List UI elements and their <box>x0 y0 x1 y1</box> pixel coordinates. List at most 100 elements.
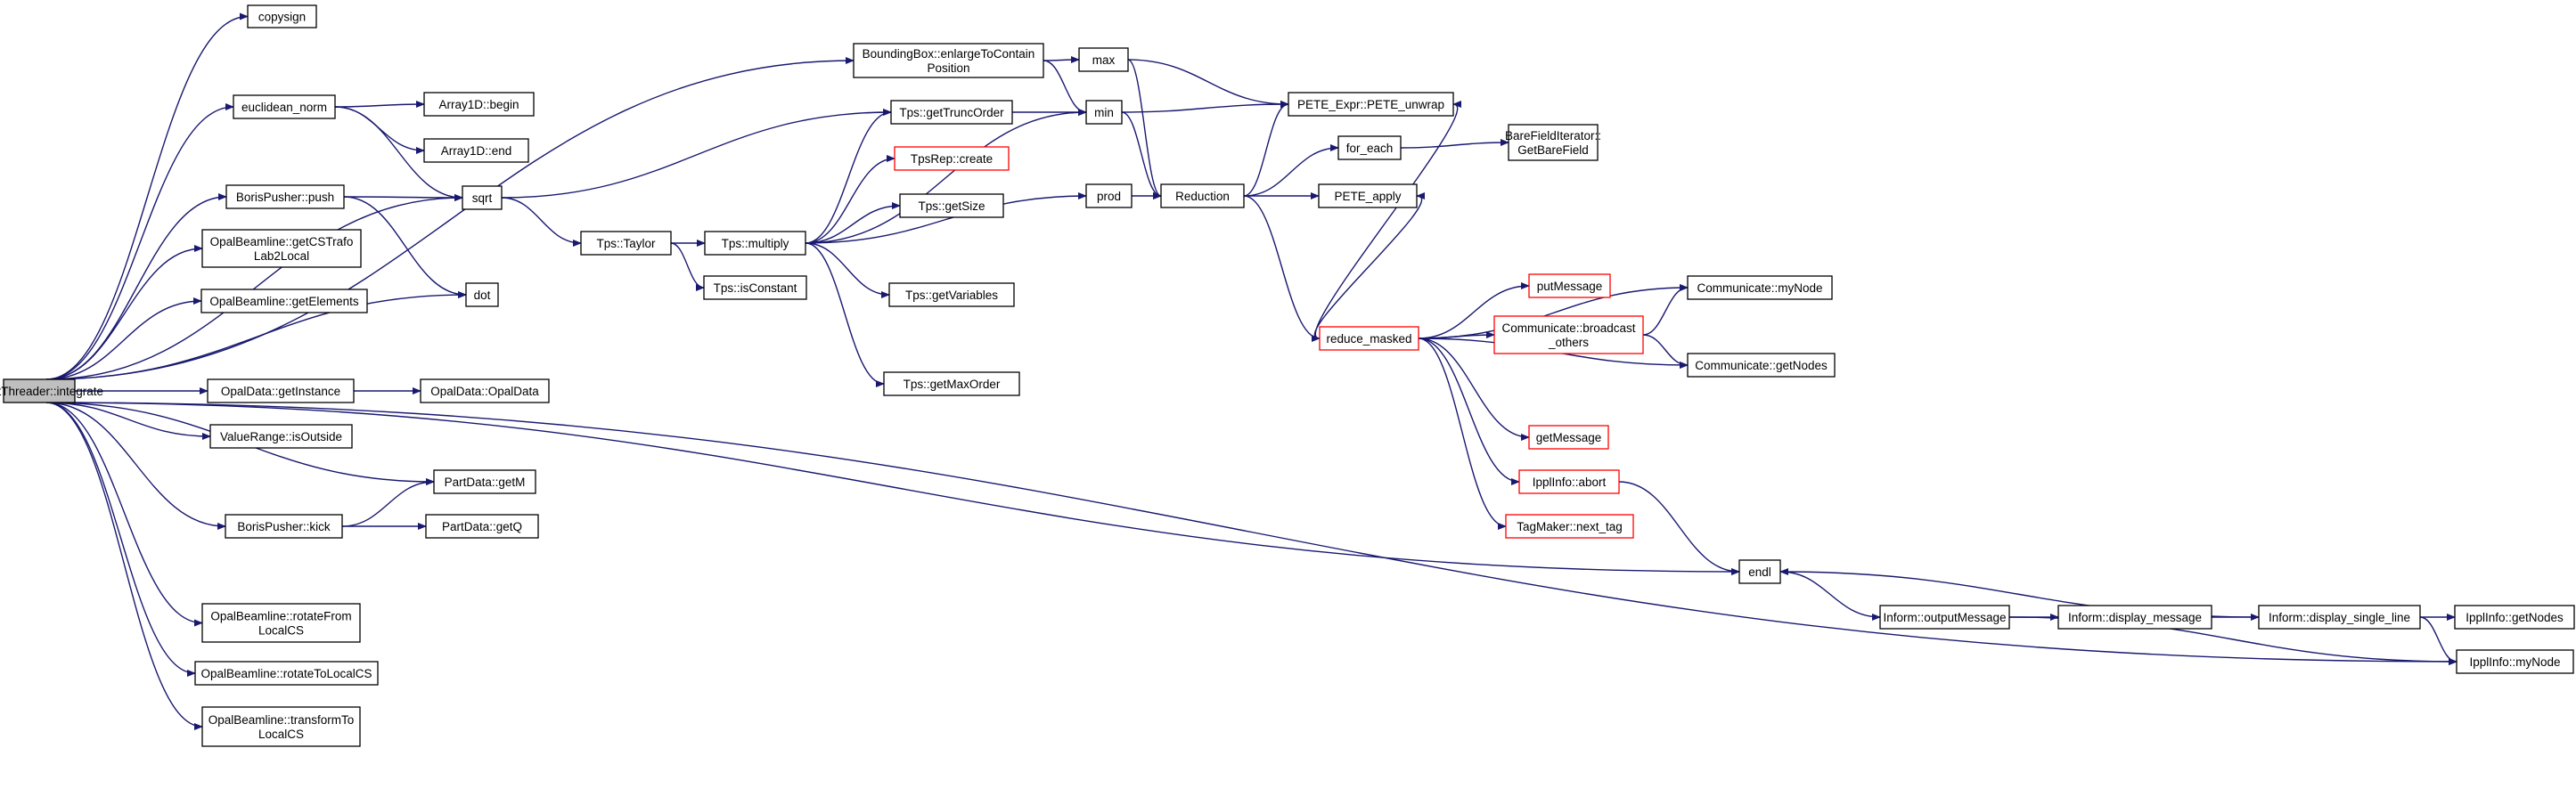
node-getnodes[interactable]: Communicate::getNodes <box>1687 353 1836 378</box>
node-opaldata[interactable]: OpalData::OpalData <box>420 378 550 403</box>
node-label: prod <box>1097 190 1121 203</box>
node-prod[interactable]: prod <box>1085 183 1133 208</box>
node-getq[interactable]: PartData::getQ <box>425 514 539 539</box>
node-box <box>704 231 806 256</box>
edge-abort-to-endl <box>1618 481 1740 575</box>
node-putmsg[interactable]: putMessage <box>1528 273 1611 298</box>
node-box <box>890 100 1013 125</box>
edge-path <box>805 192 1087 244</box>
edge-multiply-to-tpsrep <box>805 155 895 244</box>
edge-root-to-isout <box>45 402 211 440</box>
node-bcast[interactable]: Communicate::broadcast_others <box>1493 315 1644 354</box>
node-label: Inform::display_single_line <box>2269 611 2410 624</box>
node-label: OpalBeamline::getElements <box>209 295 359 308</box>
node-box <box>3 378 76 403</box>
edge-redmask-to-mynode <box>1418 284 1689 339</box>
node-eucl[interactable]: euclidean_norm <box>233 94 336 119</box>
node-a1end[interactable]: Array1D::end <box>423 138 529 163</box>
node-rotto[interactable]: OpalBeamline::rotateToLocalCS <box>194 661 379 686</box>
node-label: max <box>1092 53 1116 67</box>
node-bfi[interactable]: BareFieldIterator::GetBareField <box>1505 124 1601 161</box>
node-abort[interactable]: IpplInfo::abort <box>1518 469 1620 494</box>
edge-redmask-to-nexttag <box>1418 338 1507 530</box>
node-ipgetnodes[interactable]: IpplInfo::getNodes <box>2454 605 2575 630</box>
edges-layer <box>45 12 2457 730</box>
node-label: Array1D::begin <box>438 98 519 111</box>
edge-path <box>45 402 1740 575</box>
node-box <box>1687 275 1833 300</box>
node-getinst[interactable]: OpalData::getInstance <box>207 378 355 403</box>
node-reduction[interactable]: Reduction <box>1160 183 1245 208</box>
node-foreach[interactable]: for_each <box>1337 135 1402 160</box>
node-tpsrep[interactable]: TpsRep::create <box>894 146 1010 171</box>
edge-path <box>45 402 2457 665</box>
node-endl[interactable]: endl <box>1738 559 1781 584</box>
edge-path <box>1618 481 1740 575</box>
node-outmsg[interactable]: Inform::outputMessage <box>1879 605 2010 630</box>
node-label: Inform::display_message <box>2068 611 2202 624</box>
edge-foreach-to-bfi <box>1400 139 1509 149</box>
node-copysign[interactable]: copysign <box>247 4 317 28</box>
node-multiply[interactable]: Tps::multiply <box>704 231 806 256</box>
node-nexttag[interactable]: TagMaker::next_tag <box>1505 514 1634 539</box>
edge-path <box>1400 139 1509 149</box>
edge-root-to-cstrafo <box>45 245 203 380</box>
node-dispmsg[interactable]: Inform::display_message <box>2057 605 2212 630</box>
node-label: IpplInfo::abort <box>1533 476 1607 489</box>
node-max[interactable]: max <box>1078 47 1129 72</box>
node-isout[interactable]: ValueRange::isOutside <box>209 424 353 449</box>
edge-path <box>1043 56 1080 64</box>
node-mynode[interactable]: Communicate::myNode <box>1687 275 1833 300</box>
node-getsize[interactable]: Tps::getSize <box>899 193 1004 218</box>
edge-path <box>45 57 855 380</box>
node-trunc[interactable]: Tps::getTruncOrder <box>890 100 1013 125</box>
node-getelem[interactable]: OpalBeamline::getElements <box>200 289 368 313</box>
edge-path <box>1243 195 1321 342</box>
edge-path <box>1779 571 1881 621</box>
edge-multiply-to-prod <box>805 192 1087 244</box>
edge-bpush-to-dot <box>343 196 467 298</box>
edge-redmask-to-getmsg <box>1418 338 1530 441</box>
node-label: copysign <box>258 11 306 24</box>
node-sqrt[interactable]: sqrt <box>462 185 503 210</box>
node-label: OpalData::getInstance <box>221 385 340 398</box>
node-pete[interactable]: PETE_Expr::PETE_unwrap <box>1288 92 1454 117</box>
edge-path <box>805 242 885 387</box>
edge-root-to-transto <box>45 402 203 730</box>
node-root[interactable]: OrbitThreader::integrate <box>0 378 103 403</box>
node-label: Tps::getSize <box>918 199 985 213</box>
node-label: BareFieldIterator:: <box>1505 129 1601 142</box>
edge-path <box>45 402 203 730</box>
node-kick[interactable]: BorisPusher::kick <box>225 514 343 539</box>
edge-bpush-to-sqrt <box>343 193 463 201</box>
edge-reduction-to-foreach <box>1243 144 1339 197</box>
node-redmask[interactable]: reduce_masked <box>1319 326 1419 351</box>
node-maxord[interactable]: Tps::getMaxOrder <box>883 371 1020 396</box>
node-getm[interactable]: PartData::getM <box>433 469 536 494</box>
node-label: OpalBeamline::getCSTrafo <box>210 235 354 248</box>
node-isconst[interactable]: Tps::isConstant <box>703 275 807 300</box>
node-label: PartData::getM <box>445 476 526 489</box>
node-taylor[interactable]: Tps::Taylor <box>580 231 672 256</box>
node-min[interactable]: min <box>1085 100 1123 125</box>
node-peteapply[interactable]: PETE_apply <box>1318 183 1418 208</box>
node-dispsl[interactable]: Inform::display_single_line <box>2258 605 2421 630</box>
node-dot[interactable]: dot <box>465 282 499 307</box>
node-box <box>2258 605 2421 630</box>
edge-path <box>1418 282 1530 339</box>
node-box <box>853 43 1044 78</box>
node-box <box>233 94 336 119</box>
node-label: IpplInfo::myNode <box>2469 655 2560 669</box>
node-label: getMessage <box>1536 431 1602 444</box>
edge-multiply-to-trunc <box>805 109 892 244</box>
node-getvars[interactable]: Tps::getVariables <box>888 282 1015 307</box>
node-bpush[interactable]: BorisPusher::push <box>225 184 345 209</box>
node-a1begin[interactable]: Array1D::begin <box>423 92 535 117</box>
node-ipmynode[interactable]: IpplInfo::myNode <box>2456 649 2574 674</box>
node-getmsg[interactable]: getMessage <box>1528 425 1609 450</box>
